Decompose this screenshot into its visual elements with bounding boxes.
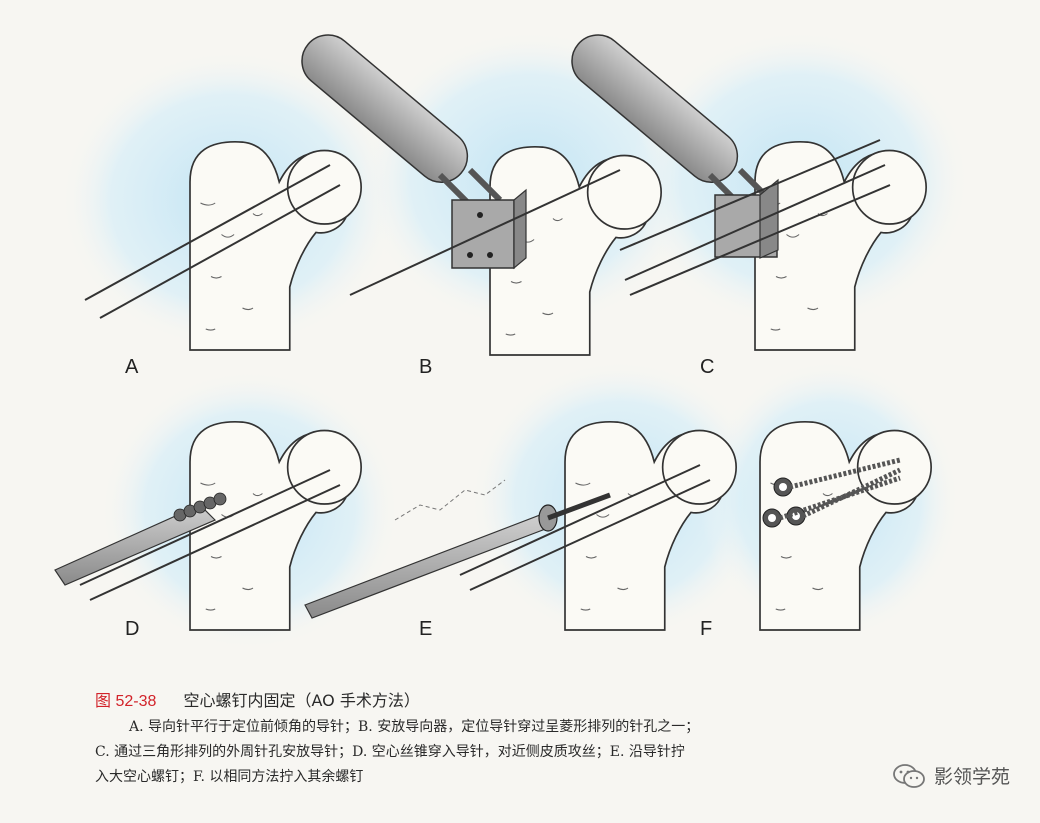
panel-b-drawing bbox=[301, 34, 662, 356]
caption-title-row: 图 52-38 空心螺钉内固定（AO 手术方法） bbox=[95, 688, 995, 715]
caption-title: 空心螺钉内固定（AO 手术方法） bbox=[183, 691, 420, 710]
panel-label-d: D bbox=[125, 618, 140, 640]
figure-caption: 图 52-38 空心螺钉内固定（AO 手术方法） A. 导向针平行于定位前倾角的… bbox=[95, 688, 995, 790]
caption-line-2: C. 通过三角形排列的外周针孔安放导针；D. 空心丝锥穿入导针，对近侧皮质攻丝；… bbox=[95, 744, 685, 760]
panel-label-f: F bbox=[700, 618, 713, 640]
surgical-illustration bbox=[54, 30, 970, 650]
panel-label-c: C bbox=[700, 356, 715, 378]
panel-label-e: E bbox=[419, 618, 433, 640]
figure-number: 图 52-38 bbox=[95, 693, 157, 710]
panel-d-drawing bbox=[54, 421, 362, 631]
panel-c-drawing bbox=[571, 34, 927, 351]
panel-label-b: B bbox=[419, 356, 433, 378]
caption-line-3: 入大空心螺钉；F. 以相同方法拧入其余螺钉 bbox=[95, 769, 364, 785]
panel-e-drawing bbox=[304, 421, 737, 631]
watermark-text: 影领学苑 bbox=[933, 766, 1010, 788]
panel-label-a: A bbox=[125, 356, 139, 378]
panel-a-drawing bbox=[84, 141, 362, 351]
wechat-icon bbox=[893, 763, 925, 788]
caption-line-1: A. 导向针平行于定位前倾角的导针；B. 安放导向器，定位导针穿过呈菱形排列的针… bbox=[129, 719, 700, 735]
watermark: 影领学苑 bbox=[892, 762, 1010, 789]
panel-f-drawing bbox=[759, 421, 932, 631]
